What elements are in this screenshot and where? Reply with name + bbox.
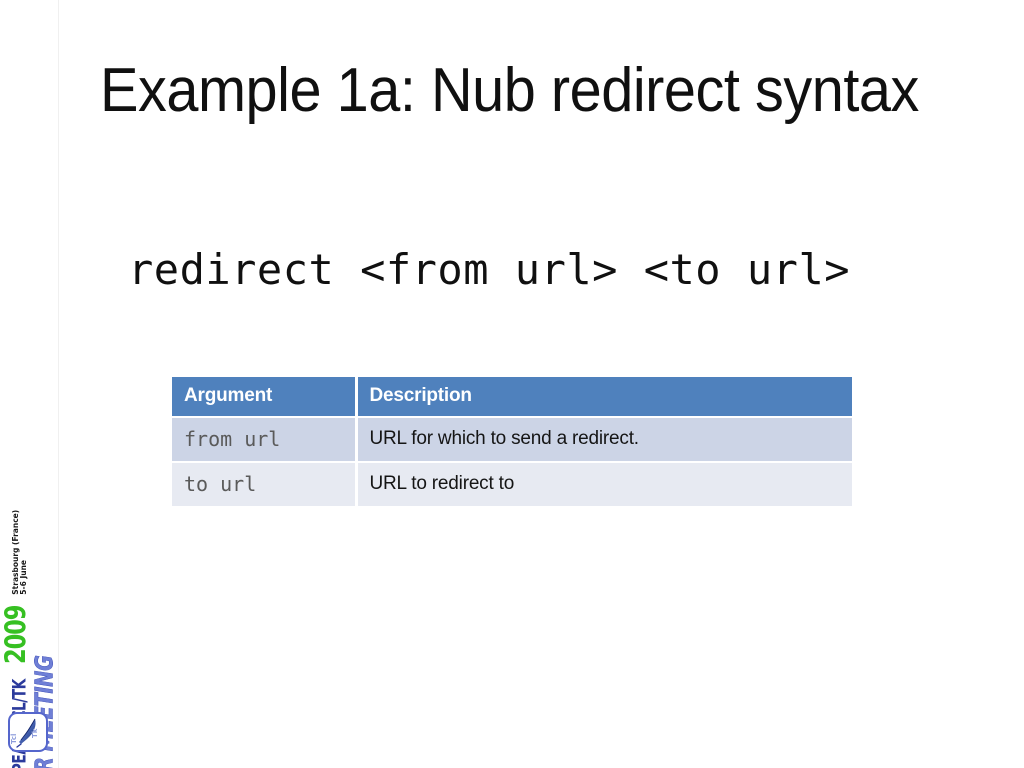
table-header-row: Argument Description: [172, 377, 852, 418]
cell-argument: to url: [172, 462, 358, 508]
cell-argument: from url: [172, 417, 358, 463]
conference-year: 2009: [0, 606, 33, 665]
conference-logo-rail: EUROPEAN TCL/TK 2009 Strasbourg (France)…: [0, 0, 59, 768]
conference-dates: 5-6 June: [19, 560, 29, 595]
svg-text:Tcl: Tcl: [10, 734, 18, 744]
table-row: from url URL for which to send a redirec…: [172, 417, 852, 463]
cell-description: URL for which to send a redirect.: [356, 417, 852, 463]
conference-venue: Strasbourg (France) 5-6 June: [11, 510, 30, 595]
page-title: Example 1a: Nub redirect syntax: [100, 56, 919, 125]
arguments-table: Argument Description from url URL for wh…: [172, 377, 852, 508]
cell-description: URL to redirect to: [356, 462, 852, 508]
syntax-code-line: redirect <from url> <to url>: [128, 245, 851, 294]
tcltk-logo-icon: Tcl Tk: [8, 712, 48, 752]
table-row: to url URL to redirect to: [172, 462, 852, 508]
svg-text:Tk: Tk: [31, 728, 39, 738]
column-header-description: Description: [356, 377, 852, 418]
column-header-argument: Argument: [172, 377, 358, 418]
